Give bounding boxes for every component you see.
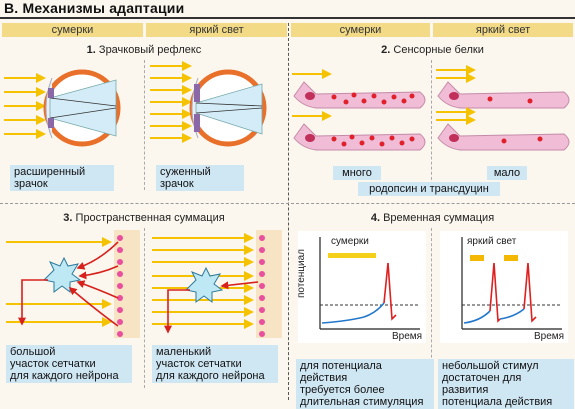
p2-divider: [431, 60, 432, 190]
p4-left-y-axis: потенциал: [296, 248, 307, 298]
p4-right-graph: [440, 231, 568, 343]
p1-left-eye: [43, 69, 121, 147]
p4-right-stimulus-bar-2: [504, 255, 518, 261]
p2-illustration: [292, 65, 570, 151]
p4-right-graph-svg: [461, 237, 562, 330]
header-dusk-left: сумерки: [2, 23, 143, 37]
p2-left-dots: [331, 92, 415, 147]
p4-left-graph-svg: [319, 237, 420, 330]
p4-left-x-axis: Время: [392, 331, 423, 342]
page-title: В. Механизмы адаптации: [4, 0, 185, 16]
p2-caption: родопсин и трансдуцин: [358, 182, 500, 196]
p2-right-cells: [437, 81, 570, 151]
p4-right-graph-label: яркий свет: [467, 236, 517, 247]
p4-title: 4. Временная суммация: [370, 212, 495, 224]
p3-right-retina: [256, 230, 282, 338]
center-divider: [288, 23, 289, 400]
p4-right-stimulus-bar-1: [470, 255, 484, 261]
p2-right-dots: [487, 96, 543, 144]
p4-left-graph: [298, 231, 426, 343]
p1-left-light-arrows: [4, 73, 46, 139]
p4-divider: [431, 228, 432, 388]
p4-right-x-axis: Время: [534, 331, 565, 342]
p2-label-many: много: [333, 166, 381, 180]
header-dusk-right: сумерки: [291, 23, 430, 37]
p1-divider: [144, 60, 145, 190]
p4-left-stimulus-bar: [328, 253, 376, 258]
p4-right-spike-1: [489, 262, 501, 323]
p1-right-light-arrows: [150, 61, 192, 143]
p2-left-arrows: [292, 69, 332, 121]
p1-right-eye: [189, 69, 267, 147]
p2-title: 2. Сенсорные белки: [381, 44, 484, 56]
p3-divider: [144, 228, 145, 388]
p3-illustration: [6, 230, 282, 338]
p2-left-cells: [293, 81, 426, 151]
p4-left-spike: [383, 262, 397, 321]
p4-left-curve: [321, 302, 385, 324]
p4-right-spike-2: [523, 262, 537, 323]
title-rule: [0, 17, 575, 19]
p2-label-few: мало: [487, 166, 527, 180]
p4-right-curve-1: [463, 310, 491, 324]
p3-right-neuron: [184, 266, 224, 303]
p3-left-retina: [114, 230, 140, 338]
p3-left-neuron: [42, 256, 82, 293]
p2-right-arrows: [436, 65, 476, 125]
p3-title: 3. Пространственная суммация: [63, 212, 225, 224]
header-bright-left: яркий свет: [146, 23, 287, 37]
p3-right-signal-arrows: [164, 281, 259, 334]
p4-left-graph-label: сумерки: [331, 236, 369, 247]
p3-left-signal-arrows: [18, 241, 119, 327]
header-bright-right: яркий свет: [433, 23, 573, 37]
middle-divider: [0, 203, 575, 204]
p1-title: 1. Зрачковый рефлекс: [86, 44, 202, 56]
p1-illustration: [4, 61, 267, 147]
p4-right-curve-2: [499, 308, 525, 320]
